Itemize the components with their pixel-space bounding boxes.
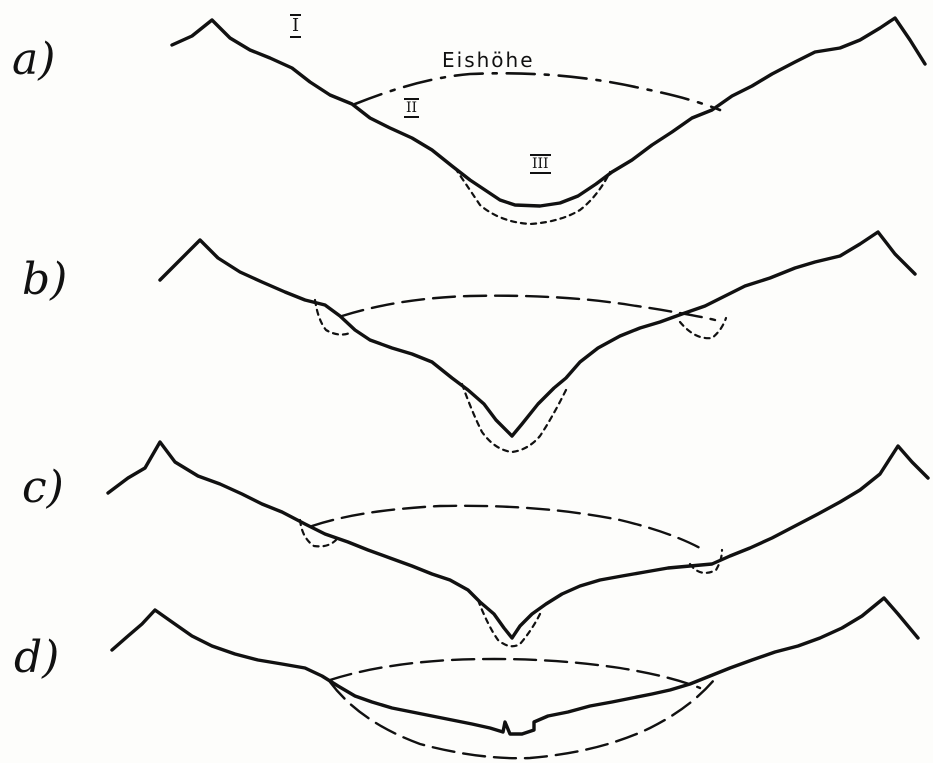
panel-a-label: a)	[12, 38, 55, 82]
panel-a-profile-group	[172, 18, 925, 224]
panel-a-eroded-valley-dotted	[455, 168, 610, 224]
level-2-marker: II	[404, 98, 419, 118]
panel-b-label: b)	[22, 258, 67, 302]
panel-c-label: c)	[22, 466, 64, 510]
panel-d-ice-surface-line	[330, 659, 700, 688]
panel-b-profile-group	[160, 232, 915, 452]
panel-d-profile-group	[112, 598, 918, 758]
panel-d-label: d)	[14, 636, 59, 680]
level-1-marker: I	[290, 14, 301, 38]
panel-a-valley-profile	[172, 18, 925, 206]
panel-d-valley-profile	[112, 598, 918, 734]
panel-b-ice-surface-line	[342, 296, 715, 320]
ice-height-label: Eishöhe	[442, 50, 535, 70]
panel-b-right-bench-dotted	[680, 318, 726, 338]
panel-c-profile-group	[108, 442, 928, 646]
level-3-marker: III	[530, 154, 551, 174]
panel-b-valley-profile	[160, 232, 915, 436]
panel-b-gorge-dotted	[462, 384, 566, 452]
panel-c-valley-profile	[108, 442, 928, 638]
panel-c-ice-surface-line	[312, 506, 700, 548]
